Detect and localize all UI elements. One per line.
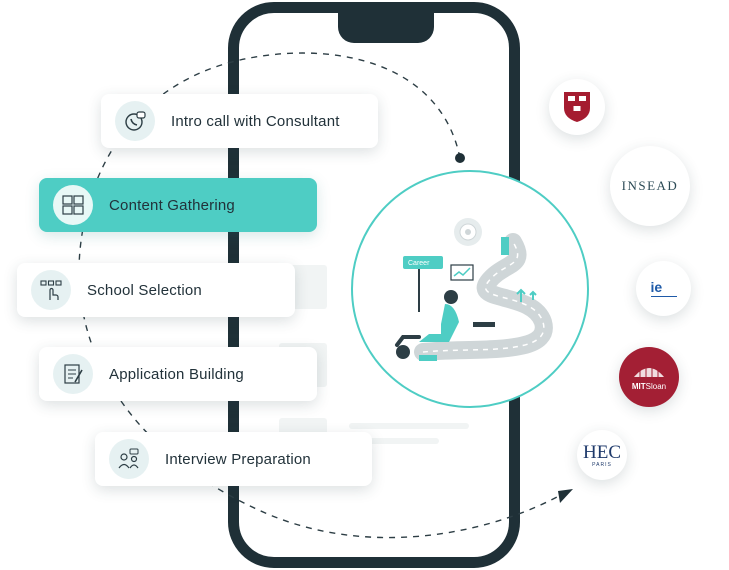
dome-icon bbox=[634, 367, 664, 377]
phone-call-icon bbox=[115, 101, 155, 141]
step-content-gathering[interactable]: Content Gathering bbox=[39, 178, 317, 232]
step-label: Content Gathering bbox=[109, 196, 235, 214]
ie-wordmark: ie bbox=[650, 279, 663, 295]
ghost-line bbox=[349, 423, 469, 429]
step-label: Intro call with Consultant bbox=[171, 112, 340, 130]
school-select-icon bbox=[31, 270, 71, 310]
harvard-shield-icon bbox=[564, 92, 590, 122]
insead-logo[interactable]: INSEAD bbox=[610, 146, 690, 226]
harvard-logo[interactable] bbox=[549, 79, 605, 135]
step-school-selection[interactable]: School Selection bbox=[17, 263, 295, 317]
interview-icon bbox=[109, 439, 149, 479]
mit-sloan-logo[interactable]: MITSloan bbox=[619, 347, 679, 407]
step-label: School Selection bbox=[87, 281, 202, 299]
hec-paris-text: PARIS bbox=[592, 461, 612, 468]
path-arrowhead-icon bbox=[558, 489, 573, 503]
career-sign-text: Career bbox=[408, 260, 430, 267]
career-illustration: Career bbox=[351, 170, 589, 408]
application-form-icon bbox=[53, 354, 93, 394]
sloan-wordmark: Sloan bbox=[645, 382, 667, 391]
step-interview-preparation[interactable]: Interview Preparation bbox=[95, 432, 372, 486]
mit-wordmark: MIT bbox=[631, 382, 646, 391]
phone-notch bbox=[338, 11, 434, 43]
hec-logo[interactable]: HEC PARIS bbox=[577, 430, 627, 480]
step-label: Interview Preparation bbox=[165, 450, 311, 468]
ie-logo[interactable]: ie bbox=[636, 261, 691, 316]
insead-wordmark: INSEAD bbox=[621, 178, 679, 193]
path-start-dot bbox=[455, 153, 465, 163]
step-intro-call[interactable]: Intro call with Consultant bbox=[101, 94, 378, 148]
hec-wordmark: HEC bbox=[583, 441, 621, 463]
step-application-building[interactable]: Application Building bbox=[39, 347, 317, 401]
documents-icon bbox=[53, 185, 93, 225]
step-label: Application Building bbox=[109, 365, 244, 383]
